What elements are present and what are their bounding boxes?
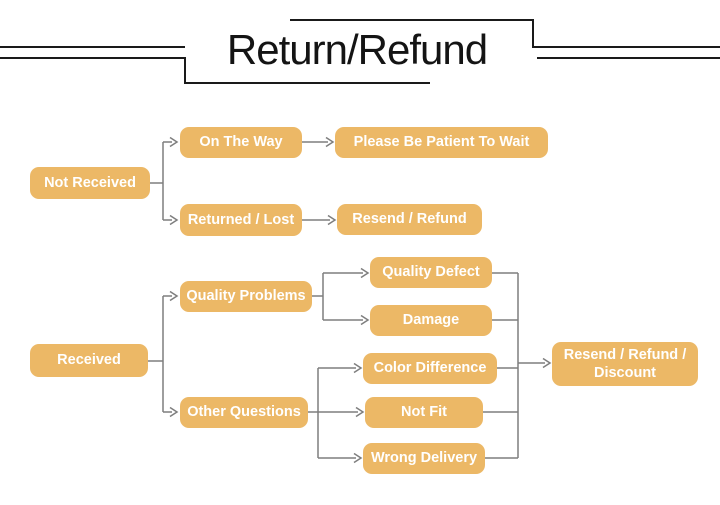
node-resend-refund: Resend / Refund: [337, 204, 482, 235]
node-not-fit: Not Fit: [365, 397, 483, 428]
node-not-received: Not Received: [30, 167, 150, 199]
node-on-the-way: On The Way: [180, 127, 302, 158]
node-received: Received: [30, 344, 148, 377]
node-quality-problems: Quality Problems: [180, 281, 312, 312]
node-color-difference: Color Difference: [363, 353, 497, 384]
node-resend-refund-discount: Resend / Refund / Discount: [552, 342, 698, 386]
arrowheads: [169, 136, 552, 464]
node-please-be-patient-to-wait: Please Be Patient To Wait: [335, 127, 548, 158]
page-title: Return/Refund: [226, 26, 488, 73]
node-quality-defect: Quality Defect: [370, 257, 492, 288]
connector-lines: [148, 141, 545, 459]
node-damage: Damage: [370, 305, 492, 336]
node-other-questions: Other Questions: [180, 397, 308, 428]
header-ornament-lines: [0, 19, 720, 84]
node-returned-lost: Returned / Lost: [180, 204, 302, 236]
node-wrong-delivery: Wrong Delivery: [363, 443, 485, 474]
